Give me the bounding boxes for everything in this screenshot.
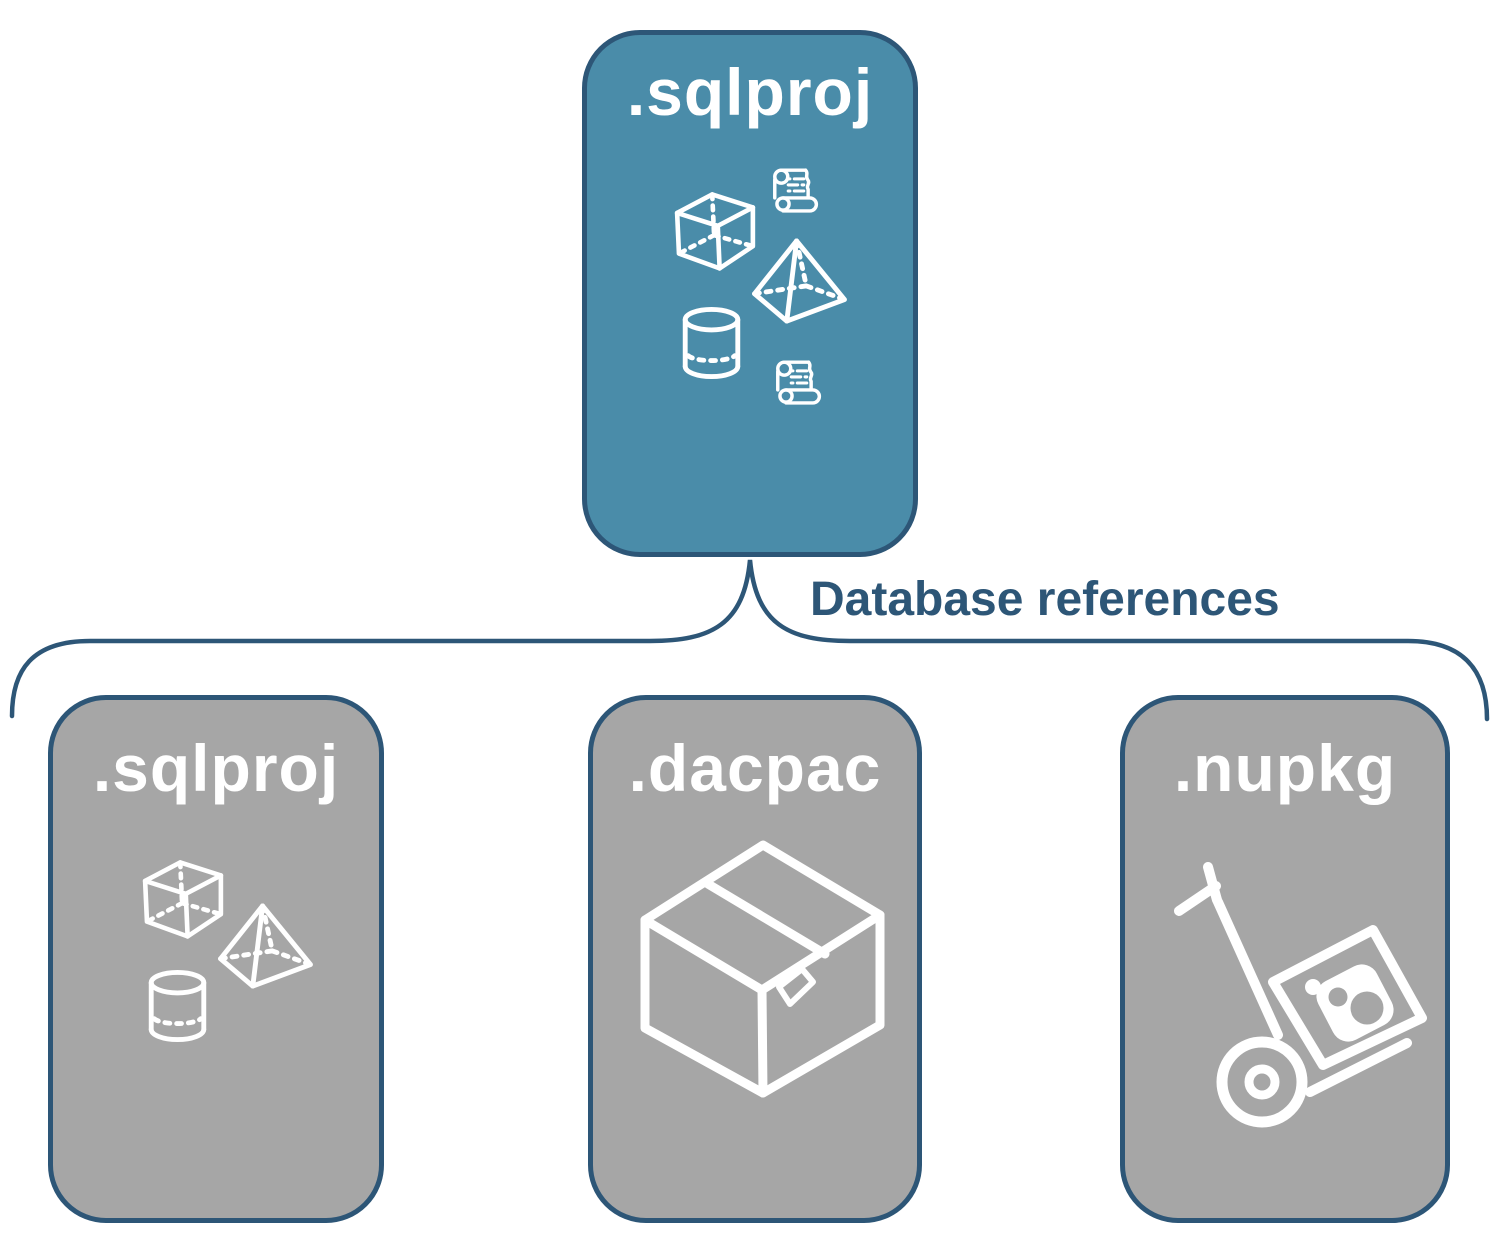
- node-sqlproj-top: .sqlproj: [582, 30, 918, 557]
- node-title: .sqlproj: [626, 55, 874, 129]
- package-box-icon: [640, 840, 885, 1098]
- database-cylinder-icon: [682, 307, 741, 380]
- connector-label: Database references: [810, 573, 1280, 626]
- node-nupkg-reference: .nupkg: [1120, 695, 1450, 1223]
- cube-icon: [674, 192, 756, 271]
- script-scroll-icon: [773, 168, 819, 213]
- script-scroll-icon: [776, 360, 822, 405]
- node-title: .sqlproj: [92, 731, 340, 805]
- cube-icon: [142, 860, 224, 939]
- node-sqlproj-reference: .sqlproj: [48, 695, 384, 1223]
- pyramid-icon: [218, 903, 313, 989]
- node-title: .nupkg: [1173, 731, 1397, 805]
- node-title: .dacpac: [628, 731, 882, 805]
- pyramid-icon: [752, 238, 847, 324]
- database-cylinder-icon: [148, 970, 207, 1043]
- node-dacpac-reference: .dacpac: [588, 695, 922, 1223]
- nuget-hand-truck-icon: [1174, 862, 1427, 1128]
